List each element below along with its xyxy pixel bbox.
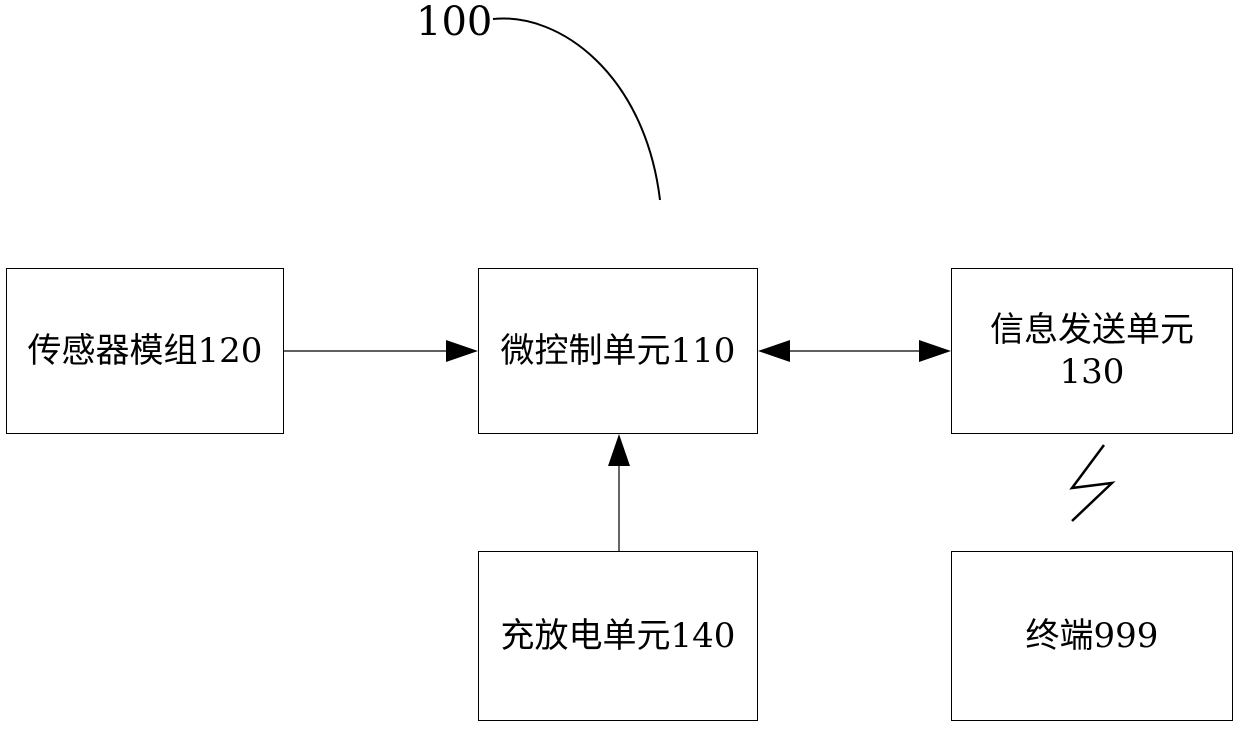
- arrowhead-into-mcu-right: [758, 340, 790, 362]
- terminal-label: 终端999: [1026, 615, 1159, 658]
- sensor-module-label: 传感器模组120: [28, 330, 263, 373]
- microcontroller-unit-label: 微控制单元110: [501, 330, 736, 373]
- arrowhead-into-mcu-bottom: [608, 434, 630, 466]
- info-sending-unit-block: 信息发送单元 130: [951, 268, 1233, 434]
- reference-label: 100: [416, 2, 492, 42]
- charge-discharge-unit-label: 充放电单元140: [501, 615, 736, 658]
- info-sending-unit-label: 信息发送单元: [990, 309, 1194, 352]
- wireless-link-icon: [1072, 445, 1112, 521]
- charge-discharge-unit-block: 充放电单元140: [478, 551, 758, 721]
- arrowhead-into-mcu-left: [446, 340, 478, 362]
- info-sending-unit-number: 130: [1060, 351, 1125, 394]
- microcontroller-unit-block: 微控制单元110: [478, 268, 758, 434]
- sensor-module-block: 传感器模组120: [6, 268, 284, 434]
- arrowhead-into-info: [919, 340, 951, 362]
- terminal-block: 终端999: [951, 551, 1233, 721]
- reference-leader-line: [493, 18, 660, 200]
